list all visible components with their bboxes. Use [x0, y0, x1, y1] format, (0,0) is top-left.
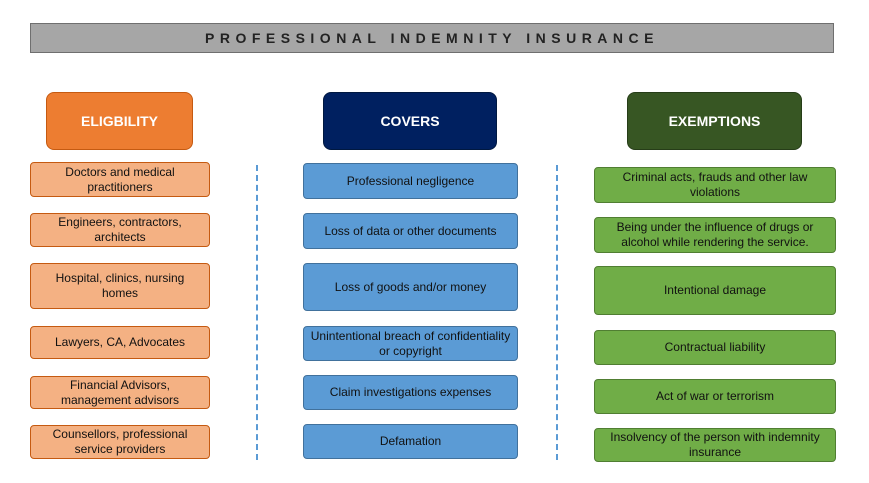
covers-item: Loss of goods and/or money [303, 263, 518, 311]
exemptions-item: Intentional damage [594, 266, 836, 315]
covers-item: Professional negligence [303, 163, 518, 199]
exemptions-header: EXEMPTIONS [627, 92, 802, 150]
eligibility-item: Financial Advisors, management advisors [30, 376, 210, 409]
covers-item: Claim investigations expenses [303, 375, 518, 410]
exemptions-item: Being under the influence of drugs or al… [594, 217, 836, 253]
exemptions-item: Contractual liability [594, 330, 836, 365]
title-bar: PROFESSIONAL INDEMNITY INSURANCE [30, 23, 834, 53]
column-divider-left [256, 165, 258, 460]
exemptions-item: Insolvency of the person with indemnity … [594, 428, 836, 462]
covers-item: Unintentional breach of confidentiality … [303, 326, 518, 361]
eligibility-item: Engineers, contractors, architects [30, 213, 210, 247]
eligibility-item: Counsellors, professional service provid… [30, 425, 210, 459]
exemptions-item: Criminal acts, frauds and other law viol… [594, 167, 836, 203]
column-divider-right [556, 165, 558, 460]
covers-item: Loss of data or other documents [303, 213, 518, 249]
eligibility-header: ELIGBILITY [46, 92, 193, 150]
exemptions-item: Act of war or terrorism [594, 379, 836, 414]
eligibility-item: Hospital, clinics, nursing homes [30, 263, 210, 309]
covers-header: COVERS [323, 92, 497, 150]
eligibility-item: Doctors and medical practitioners [30, 162, 210, 197]
covers-item: Defamation [303, 424, 518, 459]
diagram-title: PROFESSIONAL INDEMNITY INSURANCE [205, 30, 659, 46]
eligibility-item: Lawyers, CA, Advocates [30, 326, 210, 359]
